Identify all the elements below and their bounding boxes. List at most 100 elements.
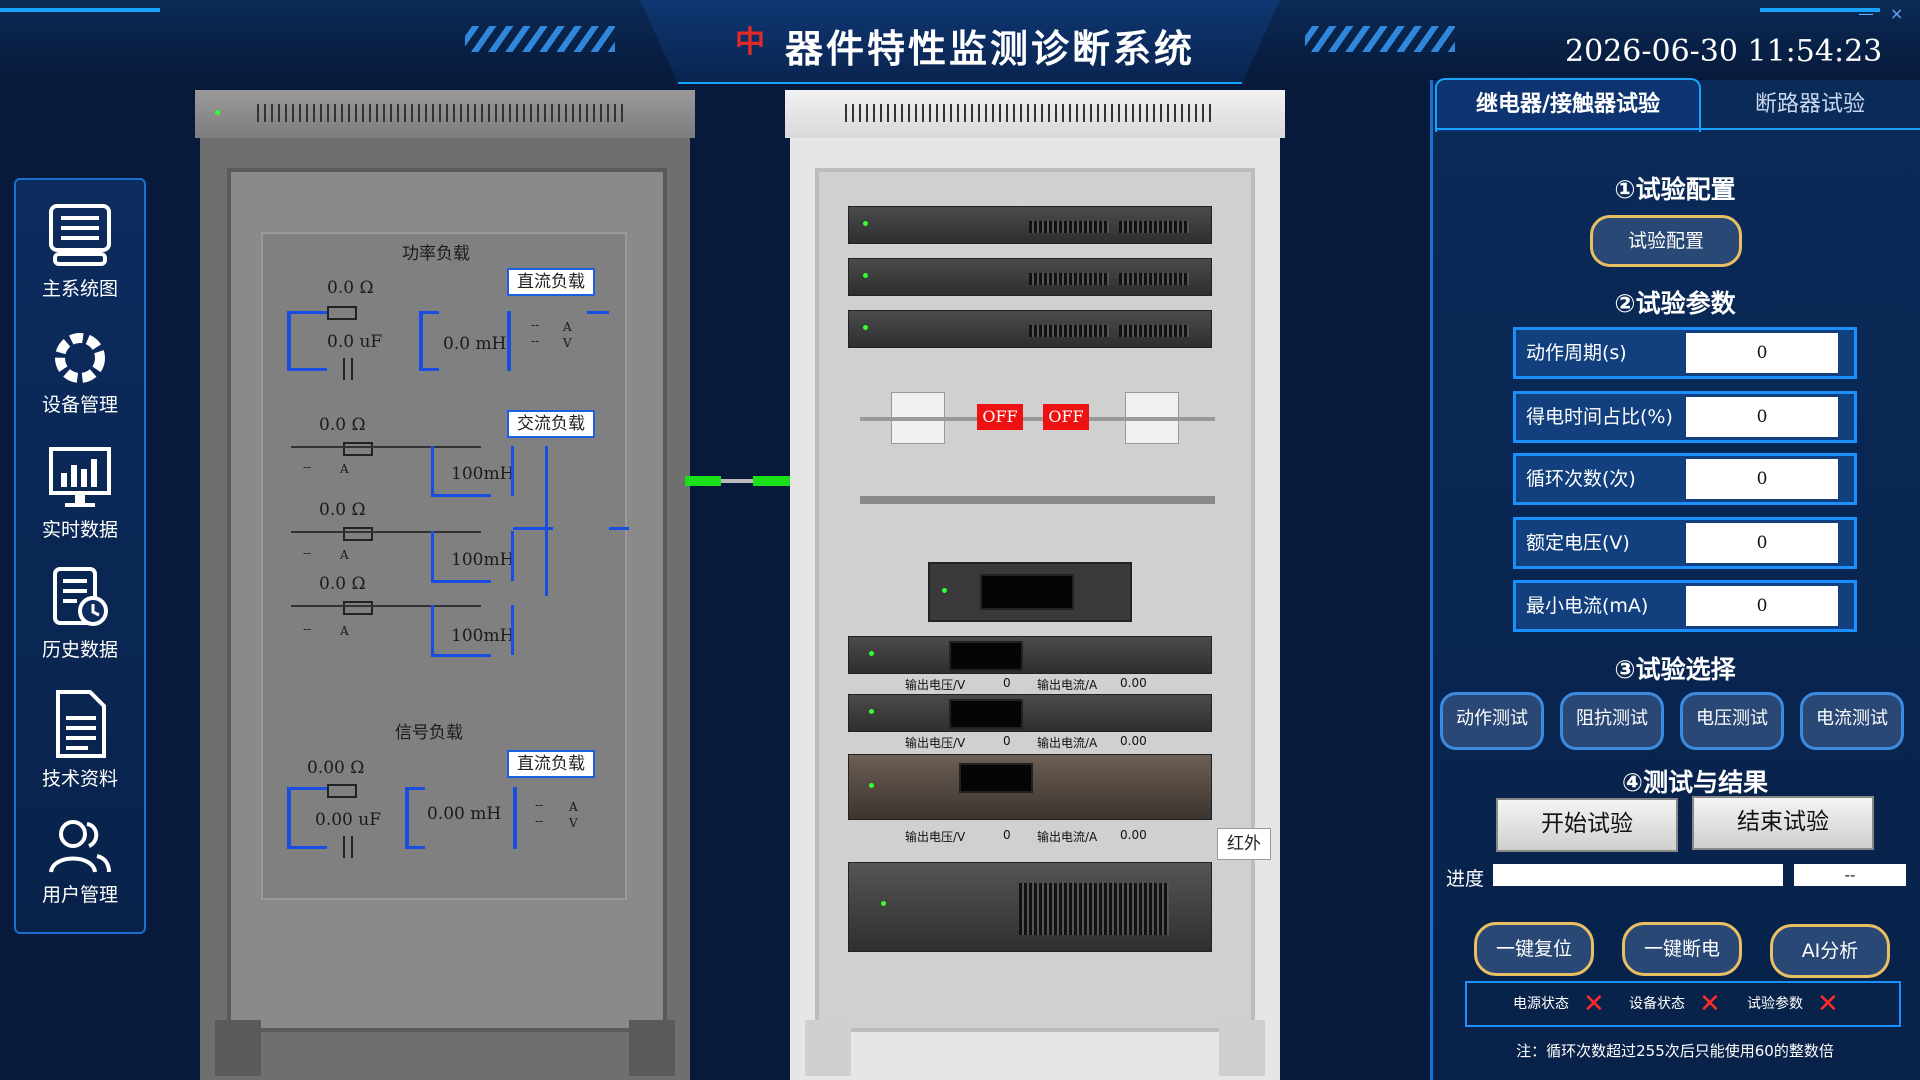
window-close-button[interactable]: ×	[1890, 4, 1904, 23]
dc-load-tag-signal[interactable]: 直流负载	[507, 750, 595, 778]
wire	[405, 846, 425, 849]
param-row-action-period: 动作周期(s) 0	[1513, 327, 1857, 379]
param-label: 额定电压(V)	[1526, 532, 1630, 554]
start-test-button[interactable]: 开始试验	[1496, 798, 1678, 852]
meter-device[interactable]	[928, 562, 1132, 622]
sidebar-item-history-data[interactable]: 历史数据	[16, 565, 144, 662]
signal-inductance-value: 0.00 mH	[427, 804, 502, 824]
ac-load-tag[interactable]: 交流负载	[507, 410, 595, 438]
status-led	[215, 110, 220, 115]
wire	[587, 311, 609, 314]
section-config-title: ①试验配置	[1614, 175, 1736, 204]
wire	[507, 311, 511, 371]
action-test-button[interactable]: 动作测试	[1440, 692, 1544, 750]
sidebar-item-user-manage[interactable]: 用户管理	[16, 816, 144, 907]
psu1-current-value: 0.00	[1120, 676, 1147, 690]
rack-chassis[interactable]	[848, 862, 1212, 952]
cabinet-top	[785, 90, 1285, 138]
one-key-poweroff-button[interactable]: 一键断电	[1622, 922, 1742, 976]
psu3-voltage-label: 输出电压/V	[905, 830, 966, 844]
signal-load-title: 信号负载	[395, 723, 463, 743]
wire	[287, 368, 327, 371]
device-cabinet: OFF OFF 输出电压/V 0 输出电流/A 0.00 输出电压/V 0 输出…	[785, 90, 1285, 1080]
power-status-label: 电源状态	[1513, 996, 1569, 1012]
min-current-input[interactable]: 0	[1686, 586, 1838, 626]
header-accent-right	[1760, 8, 1880, 12]
rack-device-2[interactable]	[848, 258, 1212, 296]
cycle-count-input[interactable]: 0	[1686, 459, 1838, 499]
param-label: 循环次数(次)	[1526, 468, 1636, 490]
sidebar-item-label: 主系统图	[41, 278, 118, 300]
progress-label: 进度	[1446, 868, 1485, 890]
cabinet-foot	[1219, 1020, 1265, 1076]
power-status-x-icon: ✕	[1583, 989, 1605, 1019]
device-port	[1119, 221, 1189, 233]
progress-bar	[1493, 864, 1783, 886]
sidebar-item-realtime-data[interactable]: 实时数据	[16, 445, 144, 542]
device-port	[1029, 221, 1109, 233]
psu1-voltage-label: 输出电压/V	[905, 678, 966, 692]
psu3-current-label: 输出电流/A	[1037, 830, 1098, 844]
tab-underline	[1435, 128, 1920, 130]
window-minimize-button[interactable]: —	[1858, 4, 1874, 23]
capacitor-symbol	[343, 836, 353, 858]
wire	[431, 605, 434, 655]
energized-ratio-input[interactable]: 0	[1686, 397, 1838, 437]
psu2-current-value: 0.00	[1120, 734, 1147, 748]
sidebar-item-device-manage[interactable]: 设备管理	[16, 330, 144, 417]
config-button[interactable]: 试验配置	[1590, 215, 1742, 267]
wire	[291, 446, 481, 448]
power-voltage-dash: --	[531, 334, 540, 348]
ai-analysis-button[interactable]: AI分析	[1770, 924, 1890, 978]
psu-screen	[949, 641, 1023, 671]
psu2-voltage-label: 输出电压/V	[905, 736, 966, 750]
breaker-off-badge-2[interactable]: OFF	[1043, 404, 1089, 430]
progress-value: --	[1794, 864, 1906, 886]
sidebar-item-tech-docs[interactable]: 技术资料	[16, 688, 144, 791]
wire	[419, 368, 439, 371]
status-led	[881, 901, 886, 906]
voltage-test-button[interactable]: 电压测试	[1680, 692, 1784, 750]
breaker-off-badge-1[interactable]: OFF	[977, 404, 1023, 430]
signal-voltage-unit: V	[569, 816, 578, 830]
tab-breaker-test[interactable]: 断路器试验	[1754, 92, 1865, 117]
power-supply-2[interactable]	[848, 694, 1212, 732]
power-supply-1[interactable]	[848, 636, 1212, 674]
infrared-label[interactable]: 红外	[1217, 828, 1271, 860]
action-period-input[interactable]: 0	[1686, 333, 1838, 373]
status-led	[942, 588, 947, 593]
power-supply-3[interactable]	[848, 754, 1212, 820]
header-title-plate	[640, 0, 1280, 84]
wire	[419, 311, 439, 314]
device-manage-icon	[55, 333, 105, 383]
current-test-button[interactable]: 电流测试	[1800, 692, 1904, 750]
header-stripes-right	[1305, 26, 1455, 52]
wire	[511, 605, 514, 655]
psu-screen	[949, 699, 1023, 729]
wire	[419, 311, 423, 371]
ac-resistance-1: 0.0 Ω	[319, 415, 366, 435]
ac-resistance-2: 0.0 Ω	[319, 500, 366, 520]
tab-relay-contactor-test[interactable]: 继电器/接触器试验	[1435, 78, 1701, 132]
rated-voltage-input[interactable]: 0	[1686, 523, 1838, 563]
rack-device-1[interactable]	[848, 206, 1212, 244]
param-status-label: 试验参数	[1747, 996, 1803, 1012]
app-title: 器件特性监测诊断系统	[785, 27, 1196, 71]
din-rail	[860, 417, 1215, 421]
impedance-test-button[interactable]: 阻抗测试	[1560, 692, 1664, 750]
cabinet-foot	[215, 1020, 261, 1076]
end-test-button[interactable]: 结束试验	[1692, 796, 1874, 850]
power-inductance-value: 0.0 mH	[443, 334, 507, 354]
history-data-icon	[53, 567, 108, 626]
sidebar-item-main-system[interactable]: 主系统图	[16, 200, 144, 301]
sidebar-item-label: 实时数据	[41, 519, 118, 541]
one-key-reset-button[interactable]: 一键复位	[1474, 922, 1594, 976]
resistor-symbol	[327, 306, 357, 320]
status-led	[869, 709, 874, 714]
rack-device-3[interactable]	[848, 310, 1212, 348]
wire	[609, 527, 629, 530]
section-params-title: ②试验参数	[1614, 289, 1736, 318]
dc-load-tag[interactable]: 直流负载	[507, 268, 595, 296]
wire	[431, 531, 434, 581]
ac-current-dash-1: --	[303, 460, 312, 474]
